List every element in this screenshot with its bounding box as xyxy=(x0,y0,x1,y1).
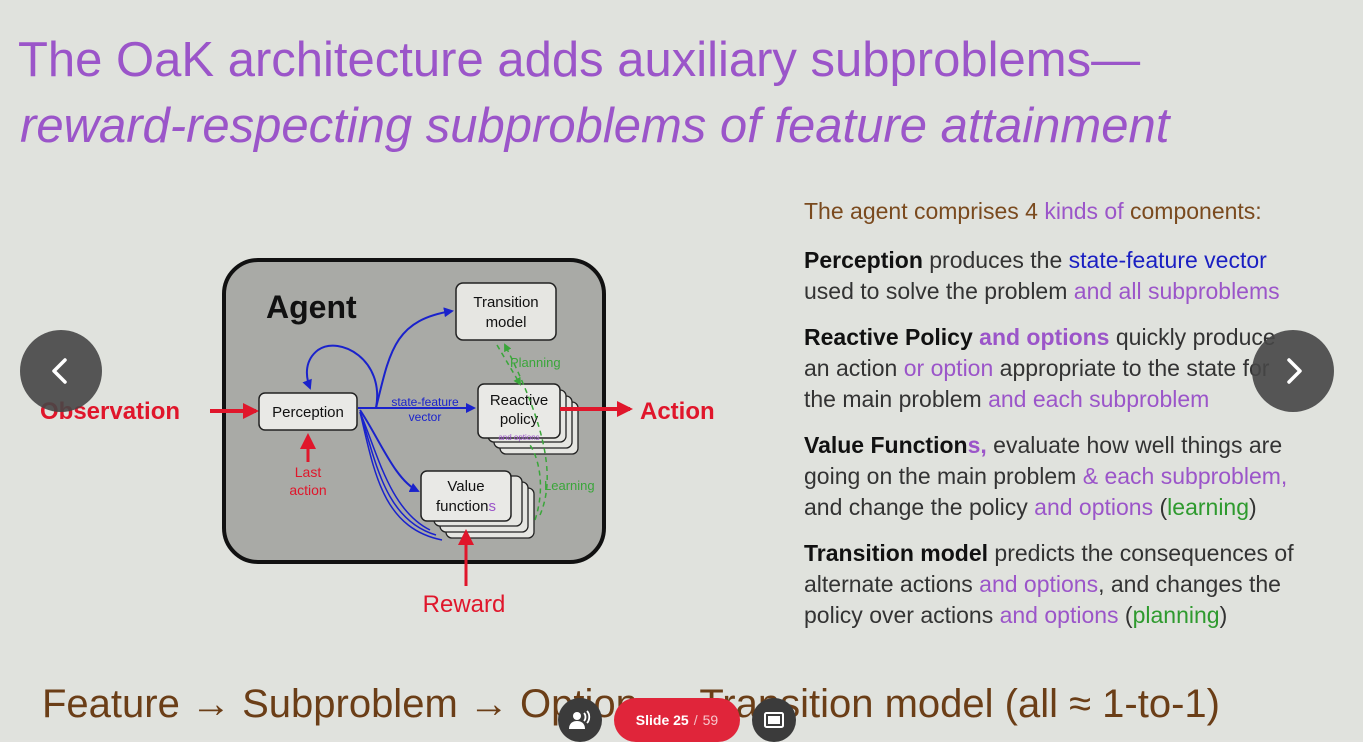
screen-button[interactable] xyxy=(752,698,796,742)
reward-label: Reward xyxy=(423,591,506,618)
value-line2: function xyxy=(436,498,489,515)
state-feature-line2: vector xyxy=(409,410,442,424)
audience-button[interactable] xyxy=(558,698,602,742)
perception-label: Perception xyxy=(272,404,344,421)
slide-current: Slide 25 xyxy=(635,712,689,728)
action-label: Action xyxy=(640,398,715,425)
slide-separator: / xyxy=(693,712,698,728)
reactive-and-options: and options xyxy=(498,433,539,442)
perception-description: Perception produces the state-feature ve… xyxy=(804,247,1280,304)
previous-slide-button[interactable] xyxy=(20,330,102,412)
components-intro: The agent comprises 4 kinds of component… xyxy=(804,198,1262,224)
components-description: The agent comprises 4 kinds of component… xyxy=(804,196,1359,646)
chevron-left-icon xyxy=(52,358,67,384)
transition-line2: model xyxy=(486,314,527,331)
next-slide-button[interactable] xyxy=(1252,330,1334,412)
chevron-right-icon xyxy=(1287,358,1302,384)
audience-icon xyxy=(569,710,591,729)
value-functions-description: Value Functions, evaluate how well thing… xyxy=(804,432,1288,520)
transition-model-description: Transition model predicts the consequenc… xyxy=(804,540,1294,628)
state-feature-line1: state-feature xyxy=(391,395,459,409)
agent-label: Agent xyxy=(266,289,357,325)
value-functions-box xyxy=(420,470,512,522)
screen-icon xyxy=(764,712,784,728)
value-line1: Value xyxy=(447,478,484,495)
slide-title-line2: reward-respecting subproblems of feature… xyxy=(20,99,1170,153)
reactive-line2: policy xyxy=(500,411,539,428)
svg-text:functions: functions xyxy=(436,498,496,515)
reactive-line1: Reactive xyxy=(490,392,548,409)
slide-total: 59 xyxy=(702,712,719,728)
reactive-policy-description: Reactive Policy and options quickly prod… xyxy=(804,324,1276,412)
perception-box xyxy=(258,392,358,431)
learning-label: Learning xyxy=(544,478,595,493)
last-action-line2: action xyxy=(289,482,326,498)
last-action-line1: Last xyxy=(295,464,322,480)
planning-label: Planning xyxy=(510,355,561,370)
transition-line1: Transition xyxy=(473,294,538,311)
value-line2-s: s xyxy=(489,498,497,515)
slide-title-line1: The OaK architecture adds auxiliary subp… xyxy=(18,33,1141,87)
slide-counter[interactable]: Slide 25 / 59 xyxy=(614,698,740,742)
transition-model-box xyxy=(455,282,557,341)
